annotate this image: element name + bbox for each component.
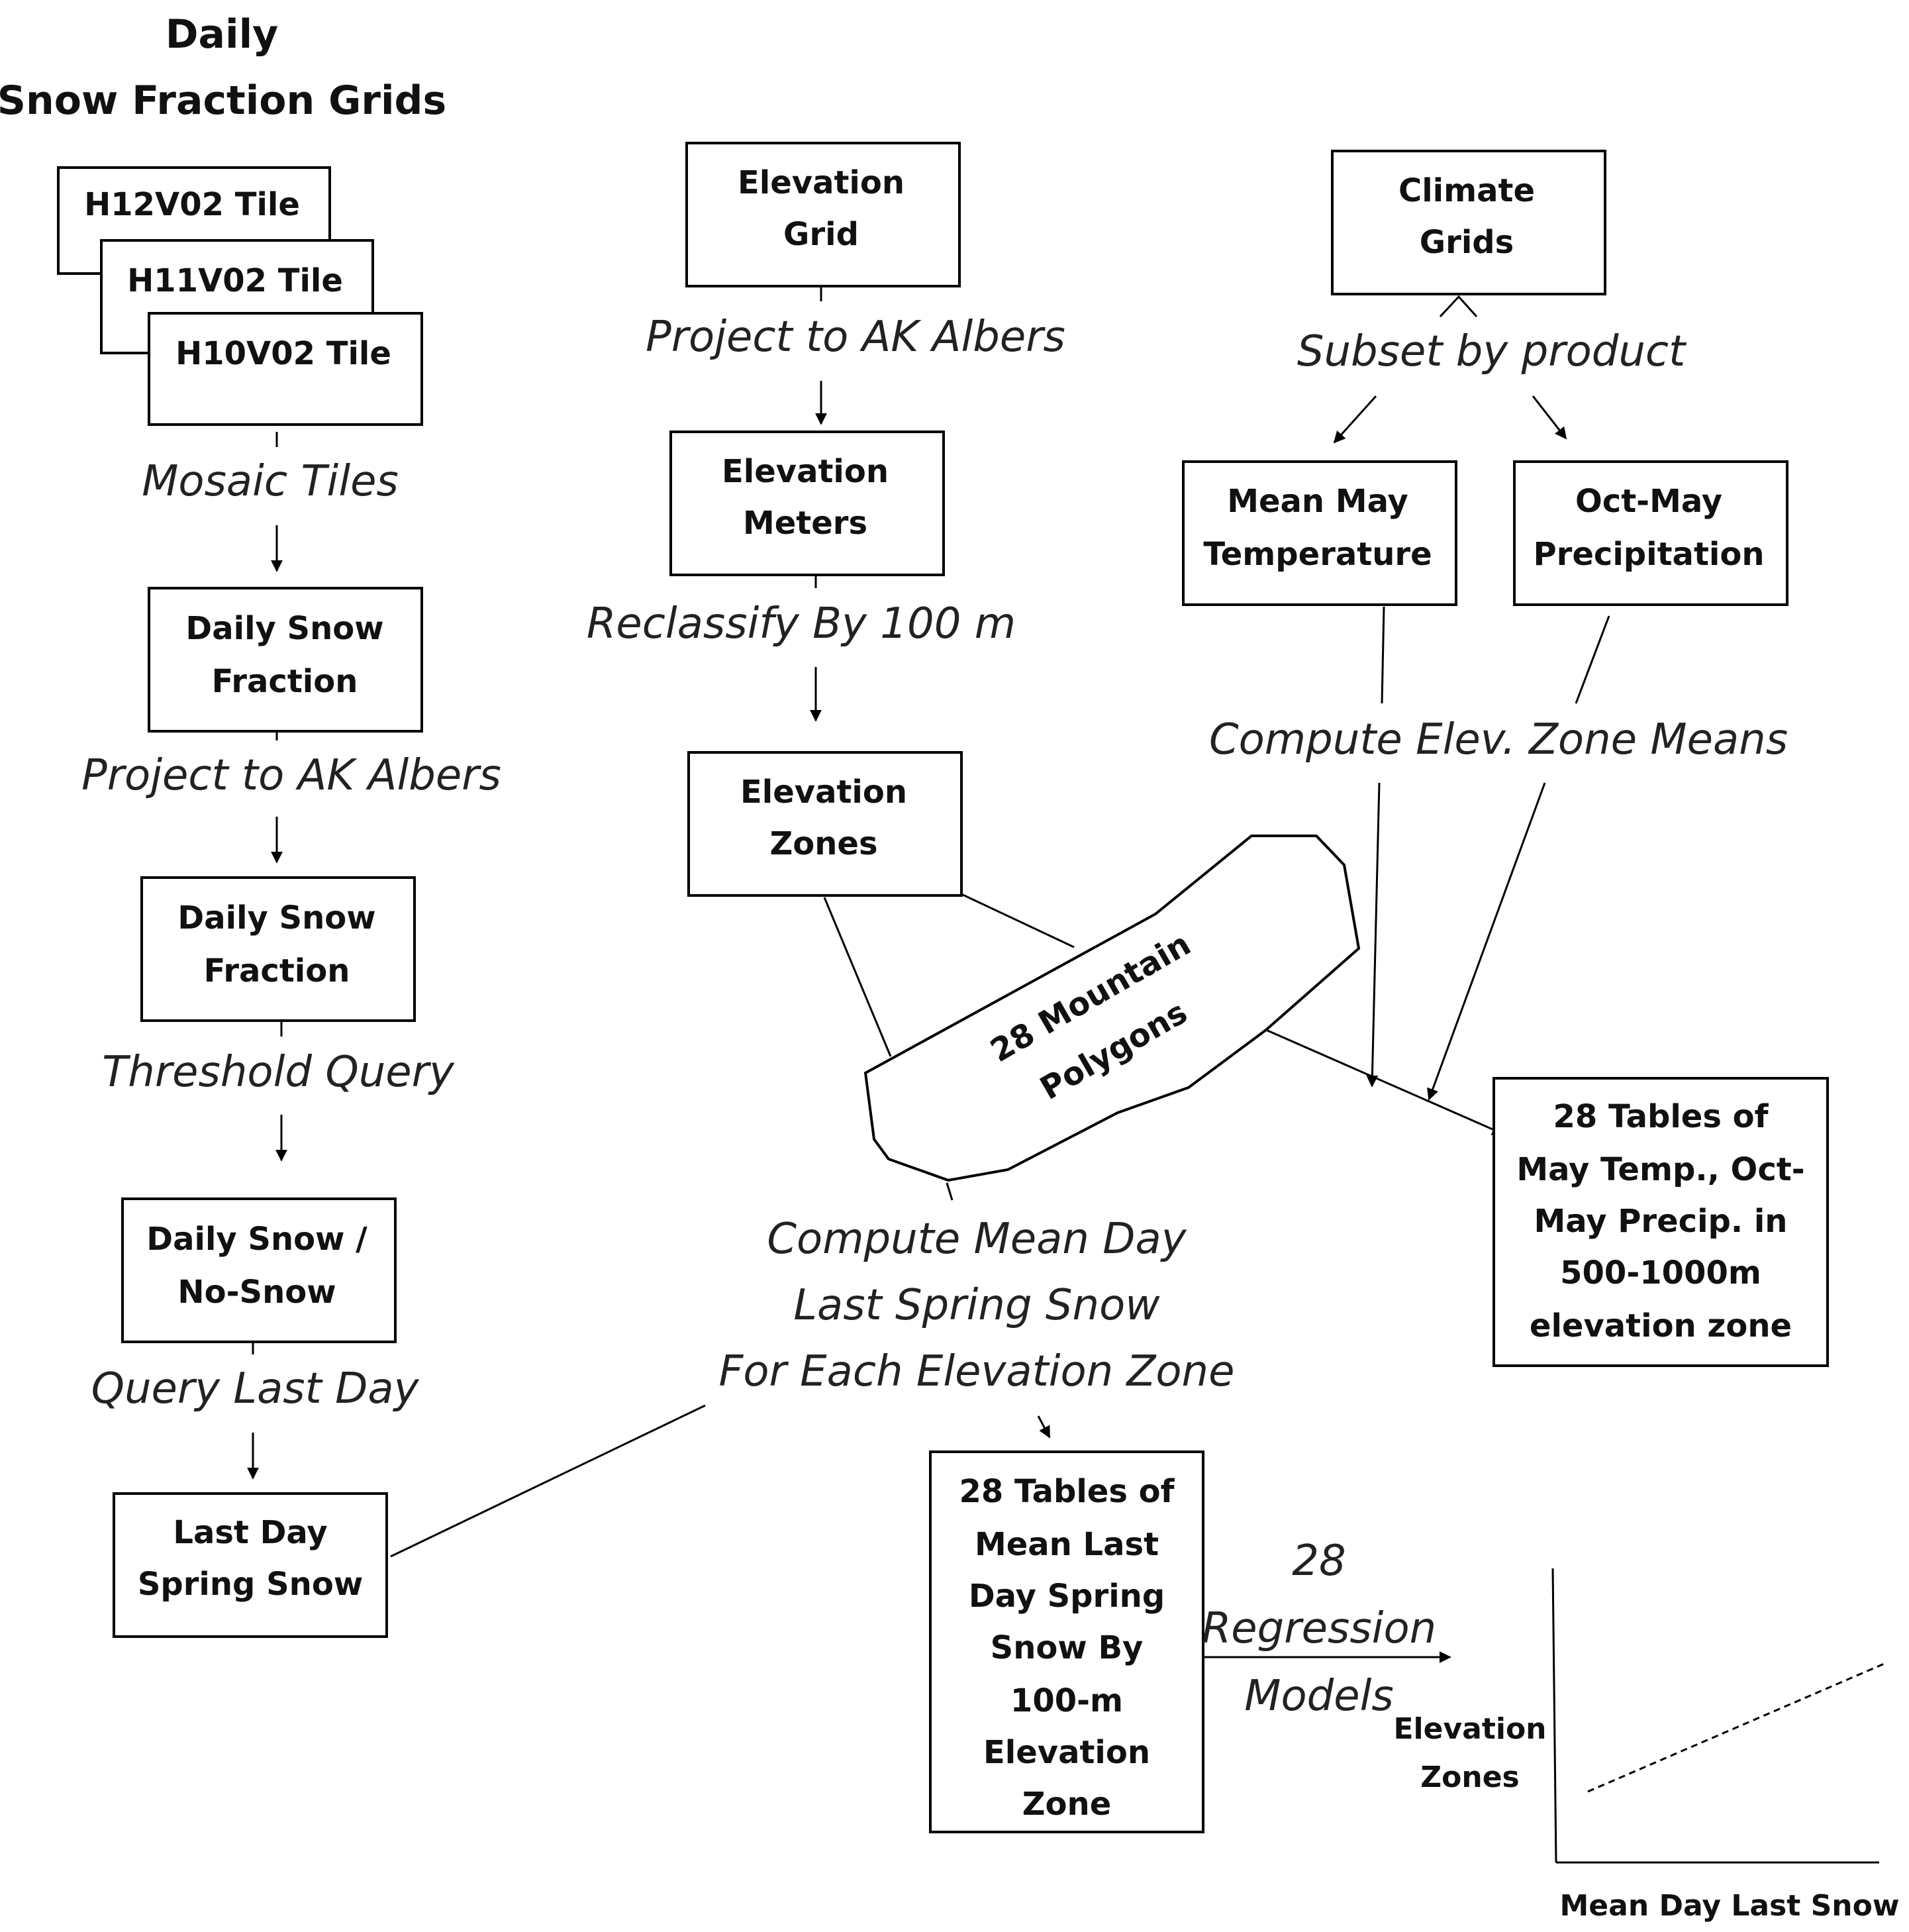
tables-mean-last-day-line-5: 100-m [1010,1682,1123,1719]
last-day-spring-snow-box [113,1492,388,1638]
step-subset-by-product: Subset by product [1297,327,1687,376]
elevation-meters-line-2: Meters [743,505,867,542]
mean-may-temperature-box [1182,460,1457,606]
tables-mean-last-day-line-7: Zone [1022,1786,1112,1823]
tables-mean-last-day-line-2: Mean Last [975,1526,1159,1563]
step-compute-elev-zone-means: Compute Elev. Zone Means [1209,715,1788,764]
daily-snow-fraction-1-line-1: Daily Snow [185,610,383,647]
arrow-polygon-to-climate-tables [1265,1029,1504,1135]
step-reclassify-by-100m: Reclassify By 100 m [587,599,1016,648]
daily-snow-fraction-2-line-1: Daily Snow [177,899,375,937]
arrow-precip-to-climate-tables [1427,782,1546,1101]
climate-tables-line-2: May Temp., Oct- [1516,1151,1804,1188]
daily-snow-nosnow-box [121,1197,397,1343]
elevation-grid-line-1: Elevation [738,164,905,201]
last-day-spring-snow-line-2: Spring Snow [138,1566,363,1603]
tables-mean-last-day-line-1: 28 Tables of [959,1473,1175,1510]
daily-snow-fraction-2-line-2: Fraction [204,952,350,990]
regression-y-axis-label-line-2: Zones [1420,1760,1520,1794]
diagram-title-line-1: Daily [166,11,279,58]
last-day-spring-snow-line-1: Last Day [173,1514,327,1551]
mountain-polygons-shape [863,835,1361,1182]
regression-label-line-1: 28 [1292,1537,1346,1586]
elevation-grid-box [685,142,961,287]
elevation-meters-box [669,431,945,576]
climate-grids-line-1: Climate [1398,172,1535,209]
regression-x-axis-label: Mean Day Last Snow [1560,1889,1900,1923]
connector-polygon-compute [946,1182,954,1201]
mean-may-temperature-line-1: Mean May [1227,483,1408,520]
connector-climate-subset [1439,295,1478,318]
regression-label-line-3: Models [1244,1672,1394,1721]
connector-precip-compute [1575,615,1610,704]
tile-h10v02-label: H10V02 Tile [175,335,391,372]
daily-snow-fraction-box-2 [140,876,416,1022]
mean-may-temperature-line-2: Temperature [1203,536,1432,573]
tables-mean-last-day-line-3: Day Spring [969,1578,1165,1615]
diagram-title-line-2: Snow Fraction Grids [0,77,446,124]
step-compute-mean-day-line-1: Compute Mean Day [767,1215,1187,1264]
connector-zones-polygon-right [961,893,1075,948]
connector-last-day-to-compute [390,1404,706,1558]
elevation-zones-box [687,751,963,897]
step-threshold-query: Threshold Query [102,1048,455,1097]
daily-snow-nosnow-line-1: Daily Snow / [146,1221,367,1258]
oct-may-precipitation-line-2: Precipitation [1533,536,1764,573]
regression-plot-y-axis [1551,1568,1557,1863]
tile-h11v02-label: H11V02 Tile [127,262,343,299]
tile-h10v02-box [148,312,423,426]
daily-snow-fraction-box-1 [148,587,423,733]
regression-trend-line [1587,1661,1888,1793]
oct-may-precipitation-box [1513,460,1788,606]
connector-zones-polygon-left [823,897,892,1057]
climate-tables-line-3: May Precip. in [1534,1203,1788,1240]
connector-temp-compute [1381,606,1385,704]
tables-mean-last-day-box [929,1450,1204,1833]
oct-may-precipitation-line-1: Oct-May [1575,483,1722,520]
tables-mean-last-day-line-6: Elevation [983,1734,1150,1771]
climate-tables-line-1: 28 Tables of [1553,1098,1769,1135]
step-project-to-ak-albers-left: Project to AK Albers [81,751,501,800]
step-mosaic-tiles: Mosaic Tiles [142,457,399,506]
regression-y-axis-label-line-1: Elevation [1393,1712,1546,1746]
daily-snow-fraction-1-line-2: Fraction [212,663,358,700]
climate-tables-line-5: elevation zone [1530,1307,1792,1345]
step-project-to-ak-albers-middle: Project to AK Albers [646,313,1065,362]
tile-h12v02-label: H12V02 Tile [84,186,300,223]
elevation-grid-line-2: Grid [783,216,859,253]
climate-tables-box [1493,1077,1829,1367]
climate-grids-line-2: Grids [1420,224,1514,261]
tables-mean-last-day-line-4: Snow By [991,1629,1144,1666]
regression-label-line-2: Regression [1202,1604,1436,1653]
climate-grids-box [1331,150,1606,295]
arrow-to-oct-may-precip [1532,395,1567,440]
elevation-zones-line-1: Elevation [740,774,907,811]
elevation-zones-line-2: Zones [769,825,877,862]
elevation-meters-line-1: Elevation [722,453,889,490]
daily-snow-nosnow-line-2: No-Snow [177,1274,336,1311]
step-compute-mean-day-line-3: For Each Elevation Zone [719,1347,1235,1396]
step-query-last-day: Query Last Day [91,1364,420,1413]
arrow-to-mean-last-day-tables [1037,1415,1051,1439]
arrow-to-mean-may-temp [1333,395,1377,444]
arrow-temp-to-climate-tables [1366,782,1381,1088]
climate-tables-line-4: 500-1000m [1560,1254,1761,1292]
step-compute-mean-day-line-2: Last Spring Snow [793,1281,1160,1330]
